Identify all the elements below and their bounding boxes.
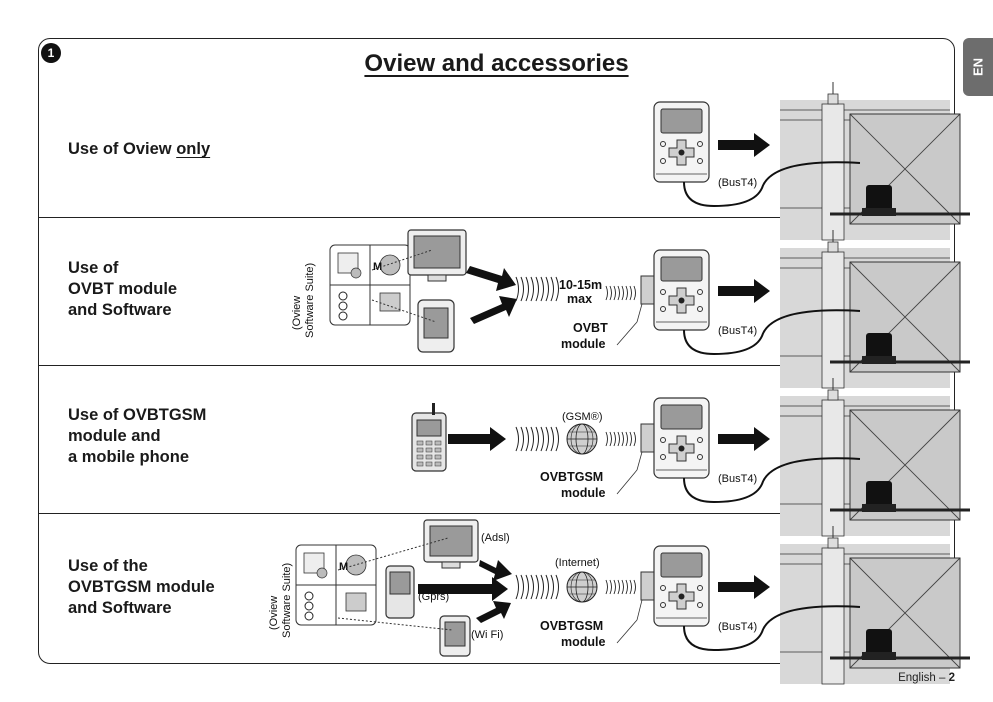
module-word: module — [561, 337, 605, 351]
suite-label-line-2: Software Suite) — [281, 563, 293, 638]
oview-programmer — [653, 249, 710, 331]
module-name: OVBT — [573, 321, 608, 335]
module-name: OVBTGSM — [540, 619, 603, 633]
software-suite-icon — [295, 544, 377, 626]
globe-icon — [566, 571, 598, 603]
row-divider — [39, 217, 954, 218]
link-label-wifi: (Wi Fi) — [471, 629, 503, 641]
ovbt-module-icon — [640, 275, 656, 305]
row-3-label: Use of OVBTGSM module and a mobile phone — [68, 406, 207, 466]
gate-automation — [778, 376, 972, 538]
arrow-icon — [418, 577, 508, 601]
ovbtgsm-module-icon — [640, 423, 656, 453]
radio-waves-icon — [605, 579, 636, 595]
globe-icon — [566, 423, 598, 455]
gate-automation — [778, 524, 972, 686]
radio-waves-icon — [515, 426, 559, 452]
bus-cable — [683, 457, 861, 504]
row-4-label: Use of the OVBTGSM module and Software — [68, 557, 215, 617]
row-1-label: Use of Oview only — [68, 139, 210, 160]
gate-automation — [778, 228, 972, 390]
module-name: OVBTGSM — [540, 470, 603, 484]
bus-cable — [683, 161, 861, 208]
oview-programmer — [653, 545, 710, 627]
row-divider — [39, 365, 954, 366]
arrow-icon — [718, 427, 770, 451]
radio-waves-icon — [605, 285, 636, 301]
figure-number: 1 — [41, 43, 61, 63]
row-2-label: Use of OVBT module and Software — [68, 259, 178, 319]
page-number: 2 — [948, 672, 955, 684]
radio-waves-icon — [605, 431, 636, 447]
page-title: Oview and accessories — [364, 50, 629, 77]
module-word: module — [561, 635, 605, 649]
language-tab[interactable]: EN — [963, 38, 993, 96]
row-1-label-emphasis: only — [176, 140, 211, 158]
suite-label-line-1: (Oview — [291, 296, 303, 330]
bus-cable — [683, 309, 861, 356]
bus-label: (BusT4) — [718, 177, 757, 189]
arrow-icon — [476, 601, 511, 623]
network-label: (Internet) — [555, 557, 600, 569]
range-label: 10-15m — [559, 278, 602, 292]
oview-programmer — [653, 101, 710, 183]
oview-programmer — [653, 397, 710, 479]
arrow-icon — [479, 560, 512, 581]
module-word: module — [561, 486, 605, 500]
arrow-icon — [448, 427, 506, 451]
bus-label: (BusT4) — [718, 325, 757, 337]
arrow-icon — [466, 266, 516, 291]
software-suite-icon — [329, 244, 411, 326]
bus-cable — [683, 605, 861, 652]
radio-waves-icon — [515, 574, 559, 600]
arrow-icon — [470, 296, 517, 324]
range-unit-label: max — [567, 292, 592, 306]
network-label: (GSM®) — [562, 411, 603, 423]
arrow-icon — [718, 133, 770, 157]
row-divider — [39, 513, 954, 514]
suite-m-letter: M — [339, 561, 348, 573]
link-label-adsl: (Adsl) — [481, 532, 510, 544]
suite-label-line-1: (Oview — [268, 596, 280, 630]
suite-m-letter: M — [373, 261, 382, 273]
arrow-icon — [718, 575, 770, 599]
footer-separator: – — [935, 672, 949, 684]
suite-label-line-2: Software Suite) — [304, 263, 316, 338]
gate-automation — [778, 80, 972, 242]
ovbtgsm-module-icon — [640, 571, 656, 601]
page-footer: English – 2 — [898, 672, 955, 684]
arrow-icon — [718, 279, 770, 303]
radio-waves-icon — [515, 276, 559, 302]
row-1-label-text: Use of Oview — [68, 140, 177, 158]
bus-label: (BusT4) — [718, 473, 757, 485]
bus-label: (BusT4) — [718, 621, 757, 633]
footer-language: English — [898, 672, 936, 684]
